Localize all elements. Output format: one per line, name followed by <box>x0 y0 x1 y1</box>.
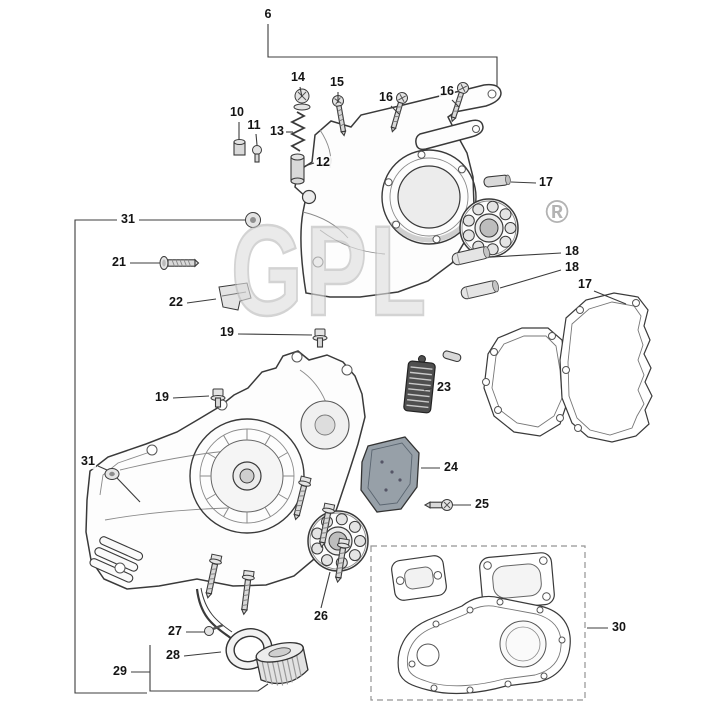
crankcase-gasket-left <box>482 327 569 437</box>
plate-22 <box>218 282 252 311</box>
leader-line-p11 <box>255 133 258 146</box>
leader-lines-layer <box>74 24 627 694</box>
leader-line-p19b <box>172 395 210 399</box>
leader-line-p16b <box>451 99 460 108</box>
leader-line-p26 <box>320 571 331 609</box>
plug-31b <box>104 468 120 480</box>
small-pin <box>442 350 462 363</box>
screw-21 <box>159 256 200 270</box>
cylinder-gasket <box>479 552 555 610</box>
screw-25 <box>423 499 453 511</box>
leader-line-p31a <box>74 219 147 694</box>
screw-11 <box>252 145 262 163</box>
oil-cap-group <box>195 587 309 686</box>
leader-line-p14 <box>299 86 303 98</box>
oil-cap-29 <box>255 642 309 686</box>
rubber-buffer-23 <box>403 355 436 414</box>
dowel-pin-18a <box>451 246 490 266</box>
leader-line-p18a <box>491 252 562 258</box>
muffler-gasket <box>391 555 447 601</box>
leader-line-p18b <box>499 269 562 289</box>
clutch-cover-24 <box>360 436 420 513</box>
grommet-31a <box>245 212 261 228</box>
handle-boss-arm <box>415 119 484 151</box>
gasket-kit-boundary <box>370 545 586 701</box>
leader-line-p17b <box>593 290 627 305</box>
upper-ball-bearing <box>459 198 519 258</box>
flange-bolt-19a <box>312 328 328 348</box>
screw-14 <box>293 88 311 111</box>
crankcase-kit-gasket <box>397 595 571 695</box>
leader-line-p23 <box>423 387 434 391</box>
leader-line-p31b <box>116 477 141 503</box>
leader-line-p19a <box>237 333 313 336</box>
leader-line-p22 <box>186 298 217 304</box>
pin-17 <box>483 174 511 188</box>
gasket-kit-30 <box>370 545 586 701</box>
leader-line-p6 <box>267 24 498 86</box>
boss-ribs <box>200 429 294 523</box>
leader-line-p28 <box>183 651 222 657</box>
leader-line-p29 <box>149 645 269 692</box>
spring-13 <box>289 111 307 152</box>
leader-line-p12 <box>304 162 315 167</box>
dowel-pin-18b <box>460 280 499 300</box>
top-fasteners <box>233 80 471 228</box>
flange-bolt-19b <box>210 388 226 408</box>
crankcase-gasket-right <box>559 292 653 443</box>
leader-line-p16a <box>390 105 400 115</box>
lower-crankcase-half <box>85 350 366 590</box>
retainer-pin-27 <box>204 623 224 636</box>
exhaust-slots <box>89 536 144 583</box>
upper-crankcase-half <box>294 83 502 298</box>
crank-bore <box>397 165 461 229</box>
nut-10 <box>233 139 246 156</box>
leader-line-p17a <box>510 181 537 184</box>
spacer-tube-12 <box>290 153 305 185</box>
leader-line-p31b <box>97 465 108 471</box>
